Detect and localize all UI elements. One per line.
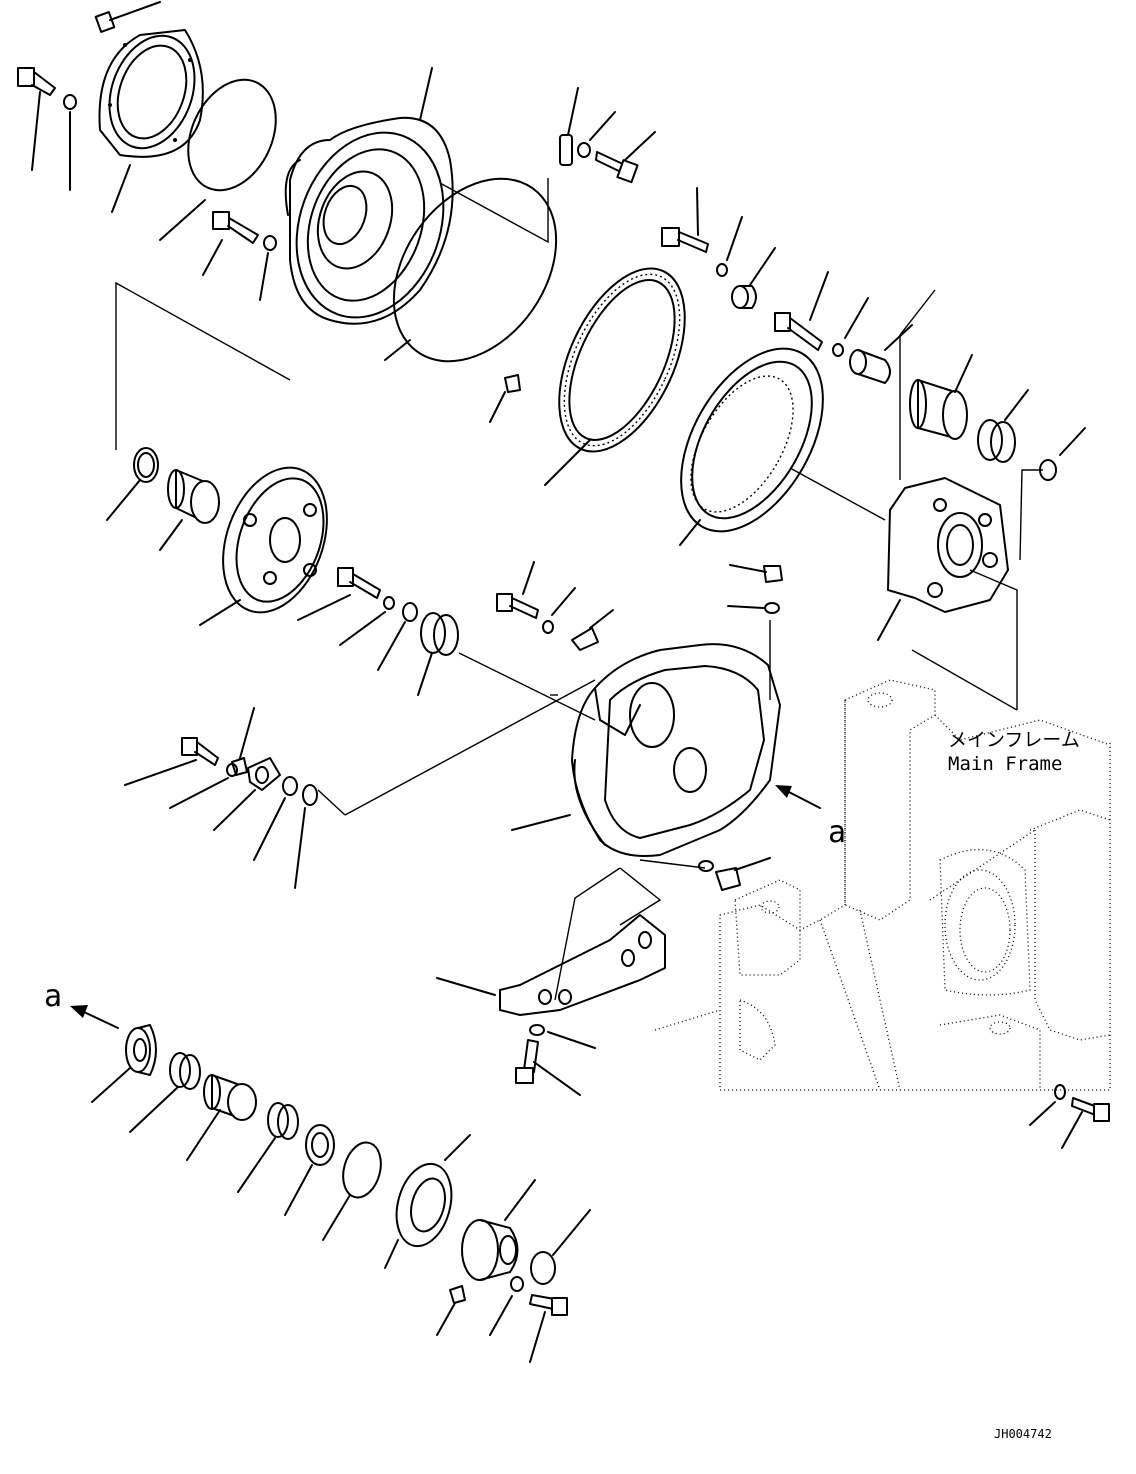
view-marker-top: a	[828, 815, 846, 850]
bolt-icon	[774, 271, 829, 351]
o-ring-icon	[253, 776, 298, 861]
plug-icon	[489, 374, 521, 423]
final-drive-case	[511, 643, 781, 857]
leader-line	[111, 164, 131, 213]
bolt-icon	[515, 1039, 581, 1096]
view-marker-bottom: a	[44, 979, 62, 1014]
washer-icon	[577, 111, 616, 158]
bolt-icon	[529, 1294, 568, 1363]
washer-icon	[832, 297, 869, 357]
roller-bearing-icon	[909, 354, 973, 440]
main-frame-label-en: Main Frame	[948, 753, 1062, 775]
o-ring-icon	[727, 602, 780, 614]
washer-icon	[542, 587, 576, 634]
shim-icon	[1039, 427, 1086, 481]
gear-ring-outer	[679, 347, 824, 546]
bearing-race-icon	[417, 612, 459, 696]
seal-ring-icon	[284, 1124, 335, 1216]
snap-ring-icon	[106, 447, 159, 521]
o-ring-icon	[698, 860, 714, 872]
bolt-icon	[94, 1, 161, 33]
washer-icon	[169, 763, 238, 809]
washer-icon	[529, 1024, 596, 1049]
bolt-icon	[661, 187, 709, 253]
sleeve-icon	[849, 324, 913, 384]
mount-bracket	[436, 914, 666, 1016]
pinion-gear-icon	[186, 1074, 257, 1161]
main-frame	[654, 679, 1111, 1091]
lock-plate-icon	[559, 87, 579, 166]
carrier-plate	[199, 466, 328, 626]
washer-icon	[1029, 1084, 1066, 1126]
internal-gear-ring	[544, 267, 686, 486]
view-arrow-icon	[70, 1005, 119, 1029]
breather-icon	[729, 564, 783, 583]
view-arrow-icon	[775, 785, 821, 809]
washer-icon	[339, 596, 395, 646]
bolt-icon	[297, 567, 381, 621]
washer-icon	[259, 235, 277, 301]
bracket-icon	[213, 757, 281, 831]
o-ring-icon	[294, 784, 318, 889]
bolt-icon	[496, 561, 539, 619]
plug-icon	[231, 707, 255, 776]
bearing-race-icon	[237, 1102, 299, 1193]
carrier-bracket	[877, 477, 1009, 641]
oil-seal-icon	[91, 1024, 157, 1103]
cover-plate	[98, 29, 204, 158]
drawing-number: JH004742	[994, 1427, 1052, 1441]
plug-icon	[436, 1285, 466, 1336]
bolt-icon	[595, 131, 656, 184]
bearing-race-icon	[977, 389, 1029, 463]
washer-icon	[489, 1276, 524, 1336]
o-ring-icon	[322, 1141, 382, 1241]
washer-icon	[63, 94, 77, 191]
o-ring-icon	[159, 78, 277, 241]
bearing-race-icon	[129, 1052, 201, 1133]
bolt-icon	[1061, 1097, 1110, 1149]
flange-icon	[461, 1179, 536, 1281]
cover-plate-small	[384, 1134, 471, 1269]
planet-gear-icon	[159, 469, 220, 551]
shim-icon	[377, 602, 418, 671]
plug-icon	[715, 857, 771, 891]
o-ring-icon	[384, 177, 558, 363]
reference-lines	[115, 178, 1043, 1001]
clip-icon	[571, 609, 614, 651]
ring-gear-housing	[284, 67, 454, 325]
bushing-icon	[731, 247, 776, 309]
o-ring-icon	[530, 1209, 591, 1285]
main-frame-label-jp: メインフレーム	[948, 729, 1080, 751]
bolt-icon	[202, 211, 259, 276]
bolt-icon	[124, 737, 219, 786]
washer-icon	[716, 216, 743, 277]
bolt-icon	[17, 67, 56, 171]
